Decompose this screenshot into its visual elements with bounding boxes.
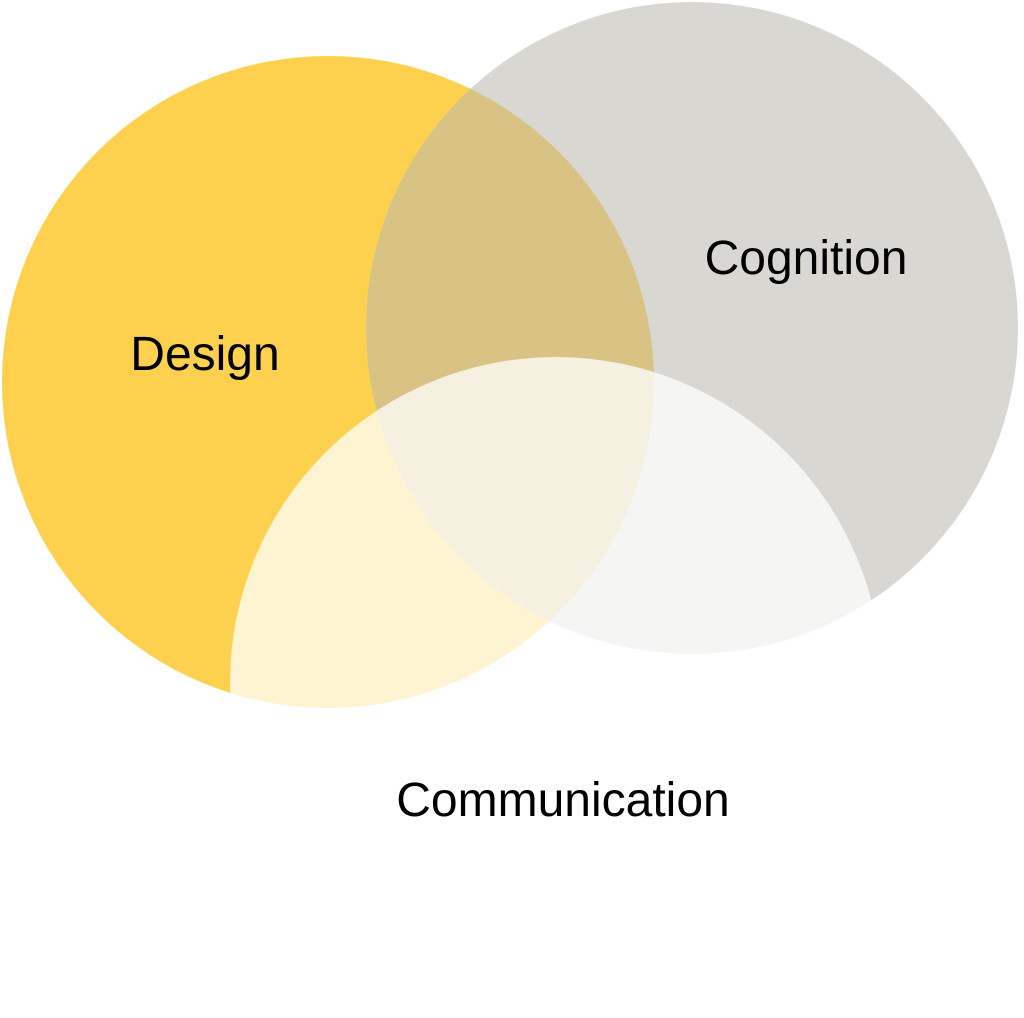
communication-circle (230, 357, 882, 1009)
communication-label: Communication (396, 774, 729, 827)
cognition-label: Cognition (705, 232, 908, 285)
design-label: Design (130, 328, 279, 381)
